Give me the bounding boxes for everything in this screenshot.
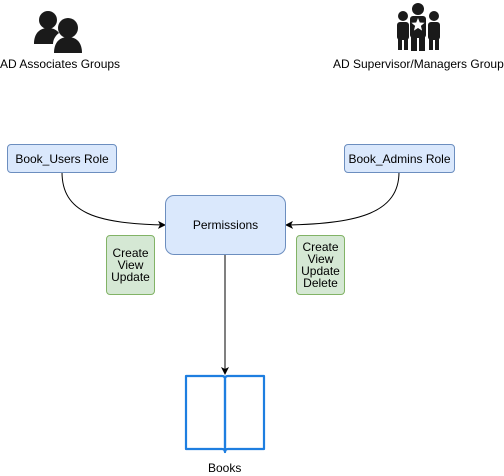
associates-group-label: AD Associates Groups [0,57,121,71]
permissions-label: Permissions [192,218,259,232]
managers-group-label: AD Supervisor/Managers Group [333,57,504,71]
book-icon [184,374,266,454]
manager-group-icon [397,3,440,51]
book-admins-role-node[interactable]: Book_Admins Role [344,144,455,173]
admins-role-to-permissions-edge [285,171,400,229]
admins-grant-view: View [307,252,334,266]
users-grant-view: View [117,258,144,272]
admins-grant-delete: Delete [303,276,338,290]
users-grant-create: Create [112,246,149,260]
users-grants-node[interactable]: Create View Update [106,235,155,295]
admins-grant-update: Update [301,264,340,278]
book-users-role-label: Book_Users Role [15,151,109,166]
users-grant-update: Update [111,270,150,284]
book-admins-role-label: Book_Admins Role [348,151,451,166]
admins-grant-create: Create [302,240,339,254]
users-role-to-permissions-edge [61,171,166,229]
books-label: Books [208,461,242,475]
book-users-role-node[interactable]: Book_Users Role [7,144,117,173]
user-group-icon [34,11,82,53]
permissions-node[interactable]: Permissions [165,195,286,255]
admins-grants-node[interactable]: Create View Update Delete [296,235,345,295]
